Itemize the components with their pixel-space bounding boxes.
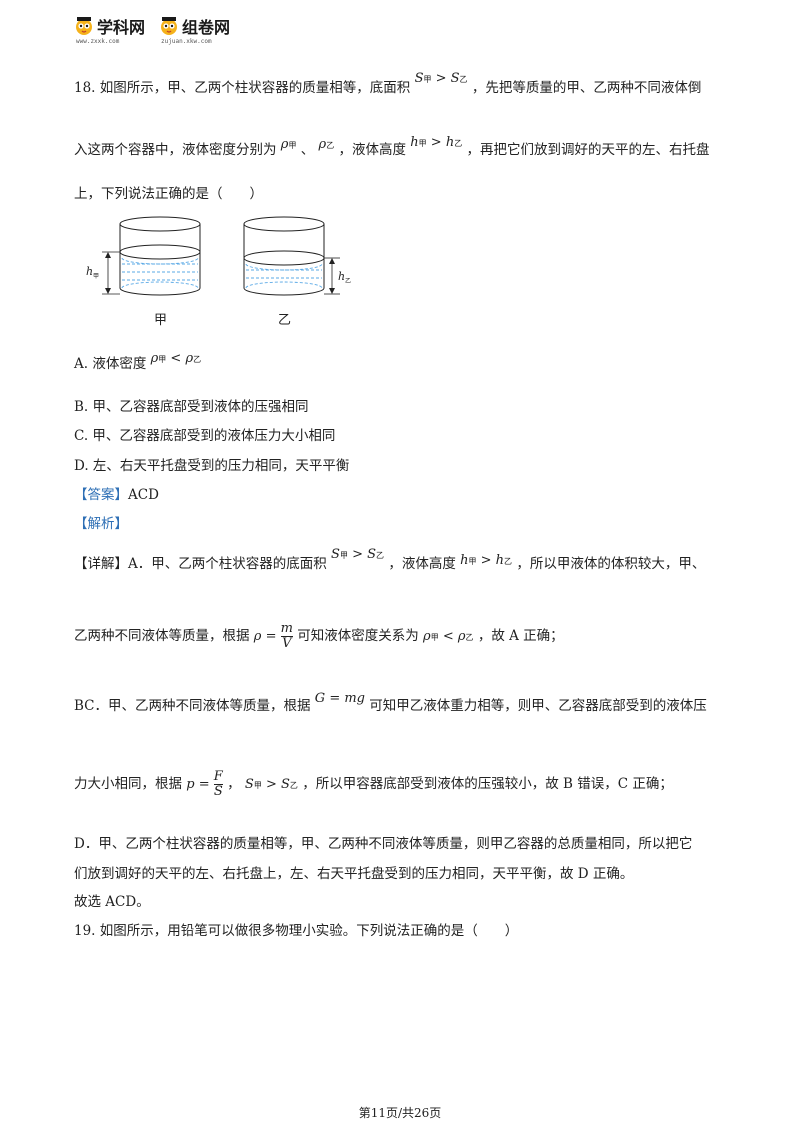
logo-zujuan-url: zujuan.xkw.com bbox=[161, 38, 212, 45]
answer-line: 【答案】ACD bbox=[74, 483, 159, 503]
option-b: B. 甲、乙容器底部受到液体的压强相同 bbox=[74, 399, 309, 415]
logo-xueke: 学科网 www.zxxk.com bbox=[74, 14, 145, 45]
fig-h-yi-sub: 乙 bbox=[345, 278, 351, 285]
logo-zujuan: 组卷网 zujuan.xkw.com bbox=[159, 14, 230, 45]
header-logos: 学科网 www.zxxk.com 组卷网 zujuan.xkw.com bbox=[74, 14, 244, 45]
option-c: C. 甲、乙容器底部受到的液体压力大小相同 bbox=[74, 428, 336, 444]
answer-value: ACD bbox=[128, 487, 159, 503]
q18-line3: 上，下列说法正确的是（ ） bbox=[74, 186, 263, 202]
math-rho-lt-2: ρ甲 < ρ乙 bbox=[423, 629, 474, 644]
cylinders-figure: h 甲 h 乙 甲 乙 bbox=[86, 216, 351, 328]
detail-line1: 【详解】A．甲、乙两个柱状容器的底面积 S甲 > S乙 ，液体高度 h甲 > h… bbox=[74, 547, 706, 572]
logo-xueke-url: www.zxxk.com bbox=[76, 38, 120, 45]
q18-line1: 18. 如图所示，甲、乙两个柱状容器的质量相等，底面积 S甲 > S乙 ，先把等… bbox=[74, 71, 702, 96]
math-rho-lt: ρ甲 < ρ乙 bbox=[150, 351, 202, 366]
math-rho-jia: ρ甲 bbox=[280, 137, 297, 152]
detail-line7: 故选 ACD。 bbox=[74, 894, 150, 910]
answer-tag: 【答案】 bbox=[74, 487, 128, 503]
math-h-compare: h甲 > h乙 bbox=[410, 135, 463, 150]
fig-h-yi-label: h bbox=[338, 270, 345, 283]
option-d: D. 左、右天平托盘受到的压力相同，天平平衡 bbox=[74, 458, 350, 474]
fig-h-jia-label: h bbox=[86, 265, 93, 278]
owl-mascot-icon bbox=[161, 17, 178, 35]
math-rho-formula: ρ = bbox=[253, 629, 281, 644]
owl-mascot-icon bbox=[76, 17, 92, 35]
fig-label-yi: 乙 bbox=[278, 313, 291, 328]
option-a: A. 液体密度 ρ甲 < ρ乙 bbox=[74, 351, 202, 372]
math-p-formula: p = bbox=[186, 777, 214, 792]
q19-line1: 19. 如图所示，用铅笔可以做很多物理小实验。下列说法正确的是（ ） bbox=[74, 923, 519, 939]
cylinder-yi bbox=[243, 216, 340, 296]
detail-line5: D．甲、乙两个柱状容器的质量相等，甲、乙两种不同液体等质量，则甲乙容器的总质量相… bbox=[74, 836, 693, 852]
page-footer: 第11页/共26页 bbox=[358, 1106, 442, 1120]
math-g-mg: G = mg bbox=[314, 691, 365, 706]
math-s-compare-2: S甲 > S乙 bbox=[331, 547, 385, 562]
math-s-compare: S甲 > S乙 bbox=[414, 71, 468, 86]
detail-line3: BC．甲、乙两种不同液体等质量，根据 G = mg 可知甲乙液体重力相等，则甲、… bbox=[74, 691, 707, 714]
fig-label-jia: 甲 bbox=[154, 313, 167, 328]
fig-h-jia-sub: 甲 bbox=[93, 273, 99, 280]
math-h-compare-2: h甲 > h乙 bbox=[460, 553, 513, 568]
cylinder-jia bbox=[102, 216, 201, 296]
logo-xueke-title: 学科网 bbox=[97, 18, 146, 37]
math-s-compare-3: S甲 > S乙 bbox=[244, 777, 298, 792]
q18-line2: 入这两个容器中，液体密度分别为 ρ甲 、 ρ乙 ，液体高度 h甲 > h乙 ，再… bbox=[74, 135, 710, 158]
analysis-tag: 【解析】 bbox=[74, 516, 128, 532]
math-rho-yi: ρ乙 bbox=[318, 137, 335, 152]
detail-line6: 们放到调好的天平的左、右托盘上，左、右天平托盘受到的压力相同，天平平衡，故 D … bbox=[74, 866, 634, 882]
logo-zujuan-title: 组卷网 bbox=[182, 18, 231, 37]
